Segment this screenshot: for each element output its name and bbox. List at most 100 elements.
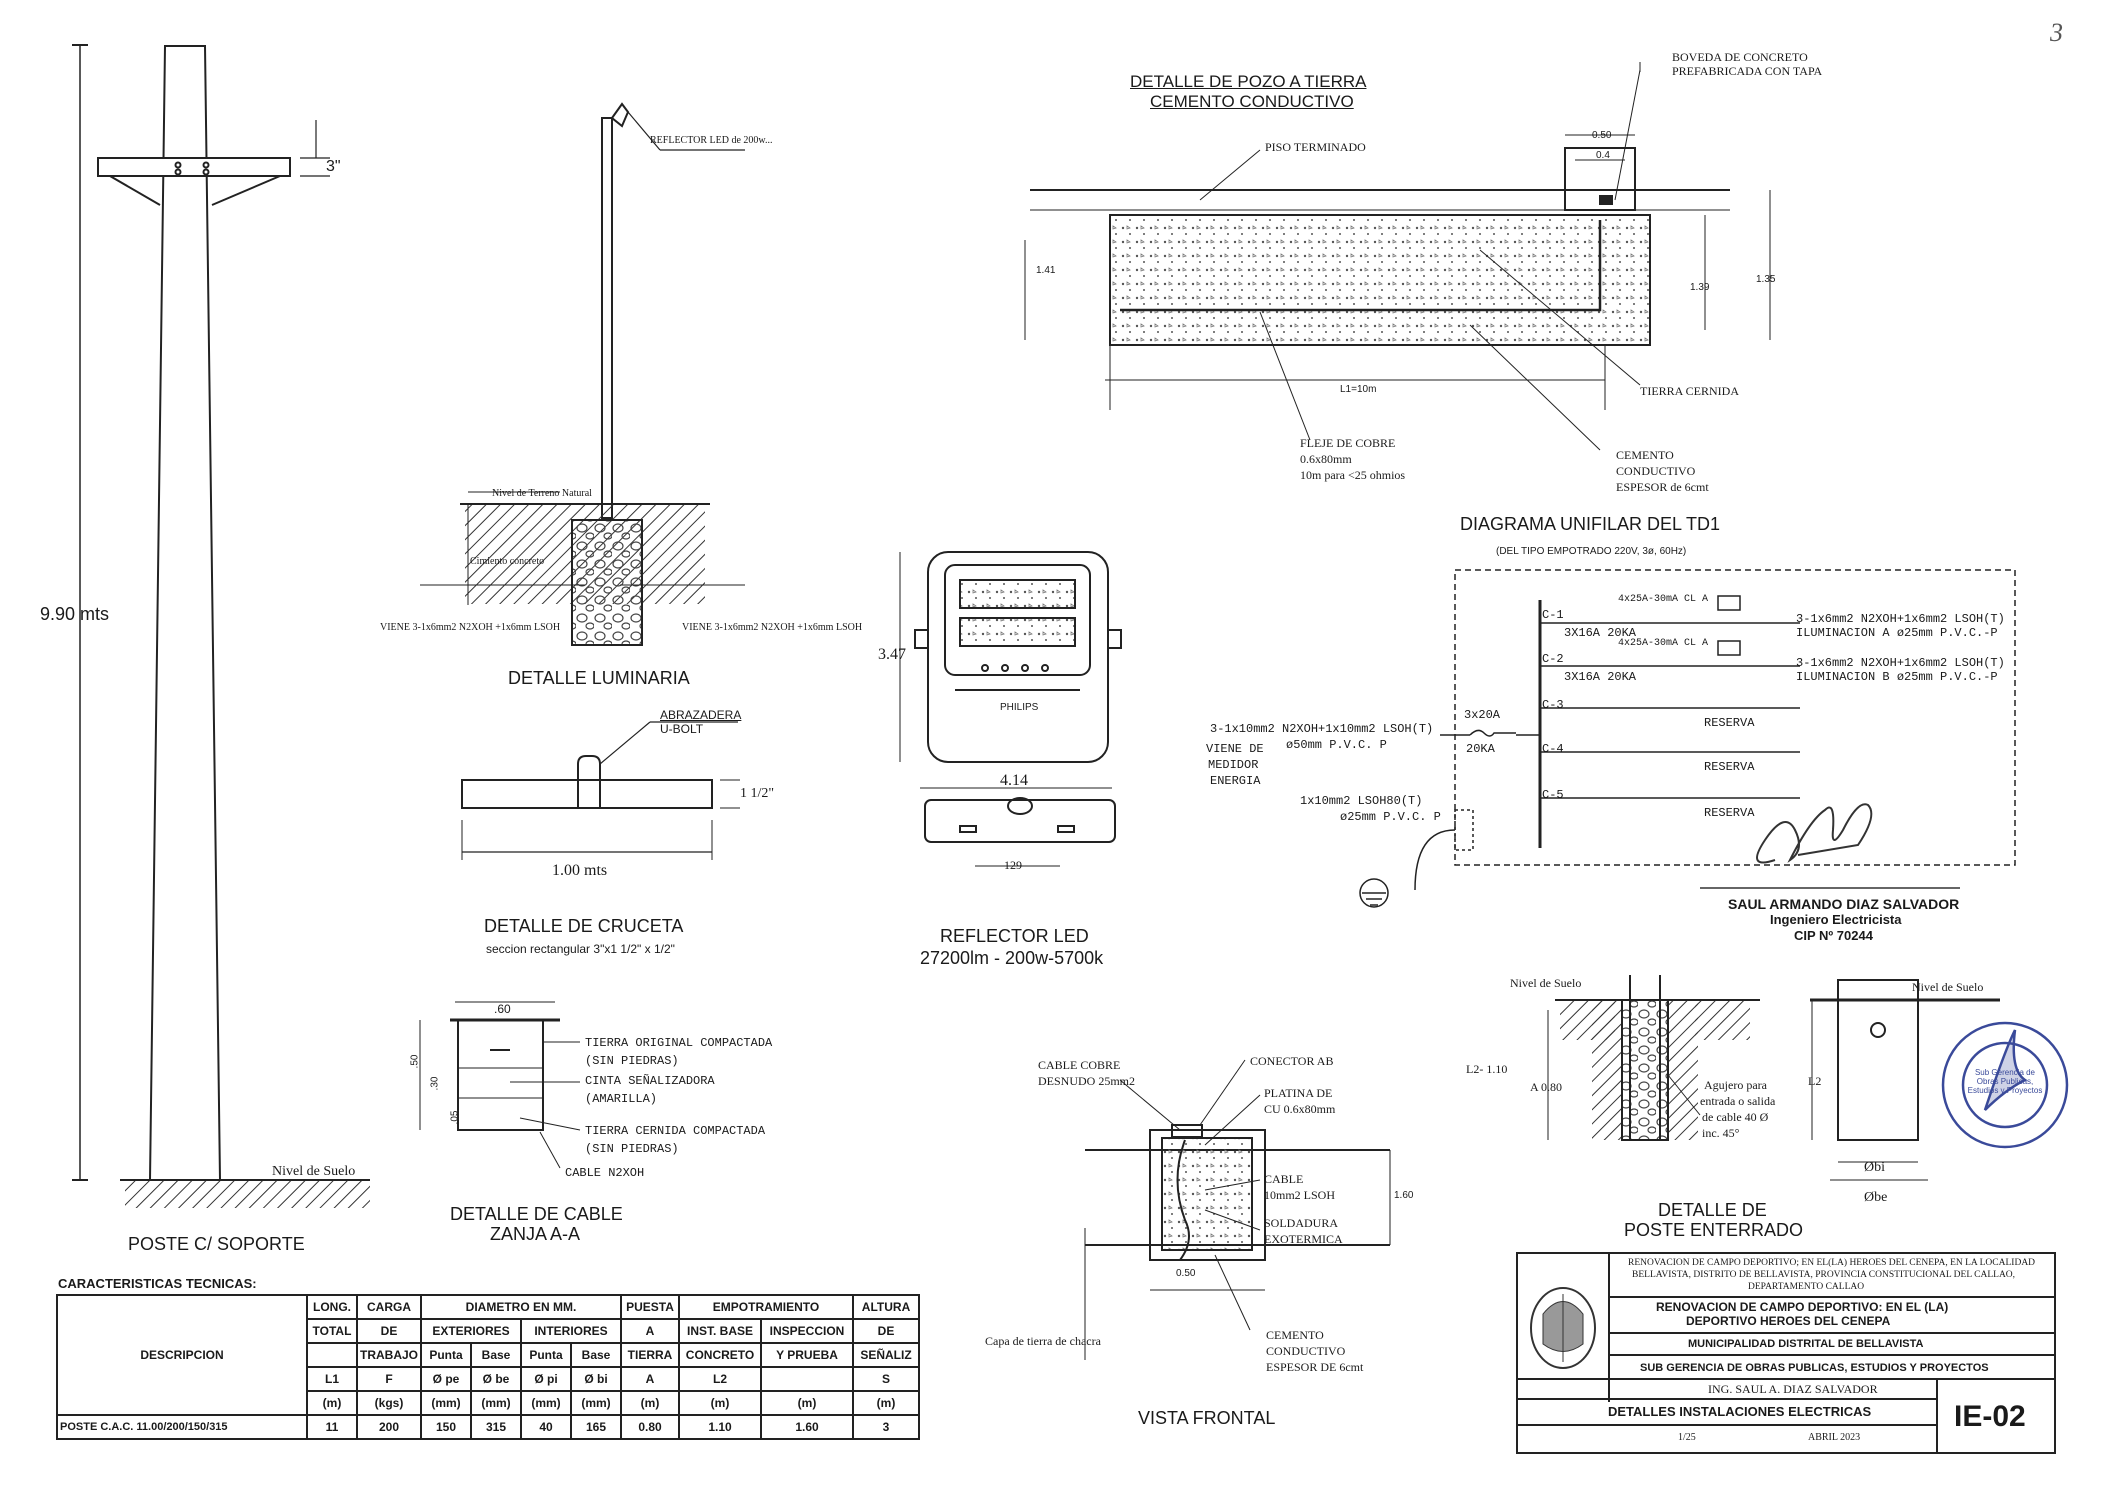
specs-cell-carga: 200 bbox=[355, 1414, 423, 1440]
luminaria-concrete-note: Cimiento concreto bbox=[470, 556, 545, 567]
pozo-dim-3: 1.41 bbox=[1036, 265, 1056, 276]
unifilar-main-breaker-2: 20KA bbox=[1466, 742, 1495, 756]
frontal-cable-1: CABLE bbox=[1264, 1172, 1304, 1186]
circuit-desc-c2: ILUMINACION B ø25mm P.V.C.-P bbox=[1796, 670, 1998, 684]
pole-title: POSTE C/ SOPORTE bbox=[128, 1234, 305, 1254]
unifilar-feeder-1: 3-1x10mm2 N2XOH+1x10mm2 LSOH(T) bbox=[1210, 722, 1434, 736]
specs-h-punta-i-2: Ø pi bbox=[520, 1366, 573, 1392]
frontal-dim-h: 1.60 bbox=[1394, 1190, 1414, 1201]
circuit-diff-c2: 4x25A-30mA CL A bbox=[1618, 638, 1709, 649]
frontal-cable-cobre-1: CABLE COBRE bbox=[1038, 1058, 1121, 1072]
unifilar-subtitle: (DEL TIPO EMPOTRADO 220V, 3ø, 60Hz) bbox=[1496, 546, 1687, 557]
specs-h-base-i-3: (mm) bbox=[570, 1390, 623, 1416]
engineer-signature bbox=[1700, 803, 1960, 889]
unifilar-from-1: VIENE DE bbox=[1206, 742, 1264, 756]
enterrado-hole-3: de cable 40 Ø bbox=[1702, 1110, 1769, 1124]
specs-h-base-i-1: Base bbox=[570, 1342, 623, 1368]
pozo-dim-1: 0.50 bbox=[1592, 130, 1612, 141]
tb-owner: MUNICIPALIDAD DISTRITAL DE BELLAVISTA bbox=[1688, 1338, 1924, 1350]
specs-h-insp-4: (m) bbox=[760, 1390, 855, 1416]
enterrado-l2: L2- 1.10 bbox=[1466, 1062, 1508, 1076]
crossarm-dim-label: 3" bbox=[326, 158, 341, 175]
enterrado-hole-4: inc. 45° bbox=[1702, 1126, 1740, 1140]
luminaria-title: DETALLE LUMINARIA bbox=[508, 668, 690, 688]
specs-cell-insp: 1.60 bbox=[760, 1414, 855, 1440]
zanja-layer-4: (AMARILLA) bbox=[585, 1092, 658, 1106]
enterrado-a: A 0.80 bbox=[1530, 1080, 1563, 1094]
zanja-dim-2: .30 bbox=[429, 1076, 441, 1091]
reflector-title-1: REFLECTOR LED bbox=[940, 926, 1089, 946]
table-row: POSTE C.A.C. 11.00/200/150/315 11 200 15… bbox=[56, 1414, 921, 1440]
official-seal bbox=[1941, 1021, 2069, 1149]
specs-h-carga-2: DE bbox=[355, 1318, 423, 1344]
specs-h-punta-e-3: (mm) bbox=[420, 1390, 473, 1416]
enterrado-ground-a: Nivel de Suelo bbox=[1510, 976, 1582, 990]
enterrado-obi: Øbi bbox=[1864, 1160, 1885, 1175]
tb-project-short-1: RENOVACION DE CAMPO DEPORTIVO: EN EL (LA… bbox=[1656, 1300, 1949, 1314]
pozo-cemento-1: CEMENTO bbox=[1616, 448, 1674, 462]
reflector-drawing bbox=[899, 551, 1122, 867]
zanja-layer-6: (SIN PIEDRAS) bbox=[585, 1142, 679, 1156]
specs-h-altura-4: S bbox=[852, 1366, 921, 1392]
frontal-capa: Capa de tierra de chacra bbox=[985, 1334, 1101, 1348]
frontal-cemento-3: ESPESOR DE 6cmt bbox=[1266, 1360, 1364, 1374]
frontal-platina-1: PLATINA DE bbox=[1264, 1086, 1333, 1100]
zanja-layer-2: (SIN PIEDRAS) bbox=[585, 1054, 679, 1068]
cruceta-drawing bbox=[461, 721, 740, 860]
tb-dept: SUB GERENCIA DE OBRAS PUBLICAS, ESTUDIOS… bbox=[1640, 1362, 1989, 1374]
engineer-role: Ingeniero Electricista bbox=[1770, 912, 1902, 927]
enterrado-title-1: DETALLE DE bbox=[1658, 1200, 1767, 1220]
specs-cell-base-e: 315 bbox=[470, 1414, 523, 1440]
frontal-title: VISTA FRONTAL bbox=[1138, 1408, 1276, 1428]
specs-h-descripcion: DESCRIPCION bbox=[56, 1294, 308, 1416]
specs-h-base-e-1: Base bbox=[470, 1342, 523, 1368]
specs-cell-punta-i: 40 bbox=[520, 1414, 573, 1440]
circuit-id-c1: C-1 bbox=[1542, 608, 1564, 622]
specs-h-carga-1: CARGA bbox=[355, 1294, 423, 1320]
pozo-dim-2: 0.4 bbox=[1596, 150, 1610, 161]
enterrado-obe: Øbe bbox=[1864, 1190, 1888, 1205]
frontal-cable-2: 10mm2 LSOH bbox=[1264, 1188, 1336, 1202]
reflector-width: 4.14 bbox=[1000, 772, 1028, 789]
zanja-layer-1: TIERRA ORIGINAL COMPACTADA bbox=[585, 1036, 773, 1050]
circuit-id-c3: C-3 bbox=[1542, 698, 1564, 712]
specs-h-puesta-3: TIERRA bbox=[620, 1342, 681, 1368]
unifilar-title: DIAGRAMA UNIFILAR DEL TD1 bbox=[1460, 514, 1721, 534]
specs-cell-long: 11 bbox=[306, 1414, 358, 1440]
zanja-layer-5: TIERRA CERNIDA COMPACTADA bbox=[585, 1124, 766, 1138]
tb-sheet-title: DETALLES INSTALACIONES ELECTRICAS bbox=[1608, 1404, 1872, 1419]
tb-project-3: DEPARTAMENTO CALLAO bbox=[1748, 1282, 1865, 1292]
pole-ground-label: Nivel de Suelo bbox=[272, 1164, 356, 1179]
tb-scale: 1/25 bbox=[1678, 1432, 1696, 1443]
frontal-soldadura-2: EXOTERMICA bbox=[1264, 1232, 1343, 1246]
specs-table: DESCRIPCION LONG. CARGA DIAMETRO EN MM. … bbox=[56, 1294, 921, 1440]
specs-h-carga-3: TRABAJO bbox=[355, 1342, 423, 1368]
specs-h-punta-i-1: Punta bbox=[520, 1342, 573, 1368]
circuit-desc-c1: ILUMINACION A ø25mm P.V.C.-P bbox=[1796, 626, 1998, 640]
reflector-title-2: 27200lm - 200w-5700k bbox=[920, 948, 1104, 968]
frontal-cemento-1: CEMENTO bbox=[1266, 1328, 1324, 1342]
unifilar-ground-2: ø25mm P.V.C. P bbox=[1340, 810, 1441, 824]
pozo-dim-6: L1=10m bbox=[1340, 384, 1377, 395]
specs-h-exteriores: EXTERIORES bbox=[420, 1318, 523, 1344]
pozo-title-2: CEMENTO CONDUCTIVO bbox=[1150, 92, 1354, 111]
zanja-dim-1: .50 bbox=[409, 1054, 421, 1069]
cruceta-subtitle: seccion rectangular 3"x1 1/2" x 1/2" bbox=[486, 942, 675, 956]
zanja-dim-3: .05 bbox=[449, 1110, 461, 1125]
cruceta-title: DETALLE DE CRUCETA bbox=[484, 916, 684, 936]
circuit-breaker-c1: 3X16A 20KA bbox=[1564, 626, 1637, 640]
specs-h-puesta-2: A bbox=[620, 1318, 681, 1344]
specs-cell-inst: 1.10 bbox=[678, 1414, 763, 1440]
unifilar-from-3: ENERGIA bbox=[1210, 774, 1261, 788]
pozo-dim-5: 1.35 bbox=[1756, 274, 1776, 285]
tb-project-2: BELLAVISTA, DISTRITO DE BELLAVISTA, PROV… bbox=[1632, 1270, 2016, 1280]
pole-height-label: 9.90 mts bbox=[40, 604, 110, 624]
zanja-drawing bbox=[419, 1001, 581, 1169]
specs-h-base-i-2: Ø bi bbox=[570, 1366, 623, 1392]
reflector-height: 3.47 bbox=[878, 646, 906, 663]
zanja-layer-7: CABLE N2XOH bbox=[565, 1166, 645, 1180]
circuit-desc-c3: RESERVA bbox=[1704, 716, 1755, 730]
enterrado-drawing bbox=[1547, 975, 2000, 1181]
engineer-cip: CIP Nº 70244 bbox=[1794, 928, 1873, 943]
pozo-dim-4: 1.39 bbox=[1690, 282, 1710, 293]
